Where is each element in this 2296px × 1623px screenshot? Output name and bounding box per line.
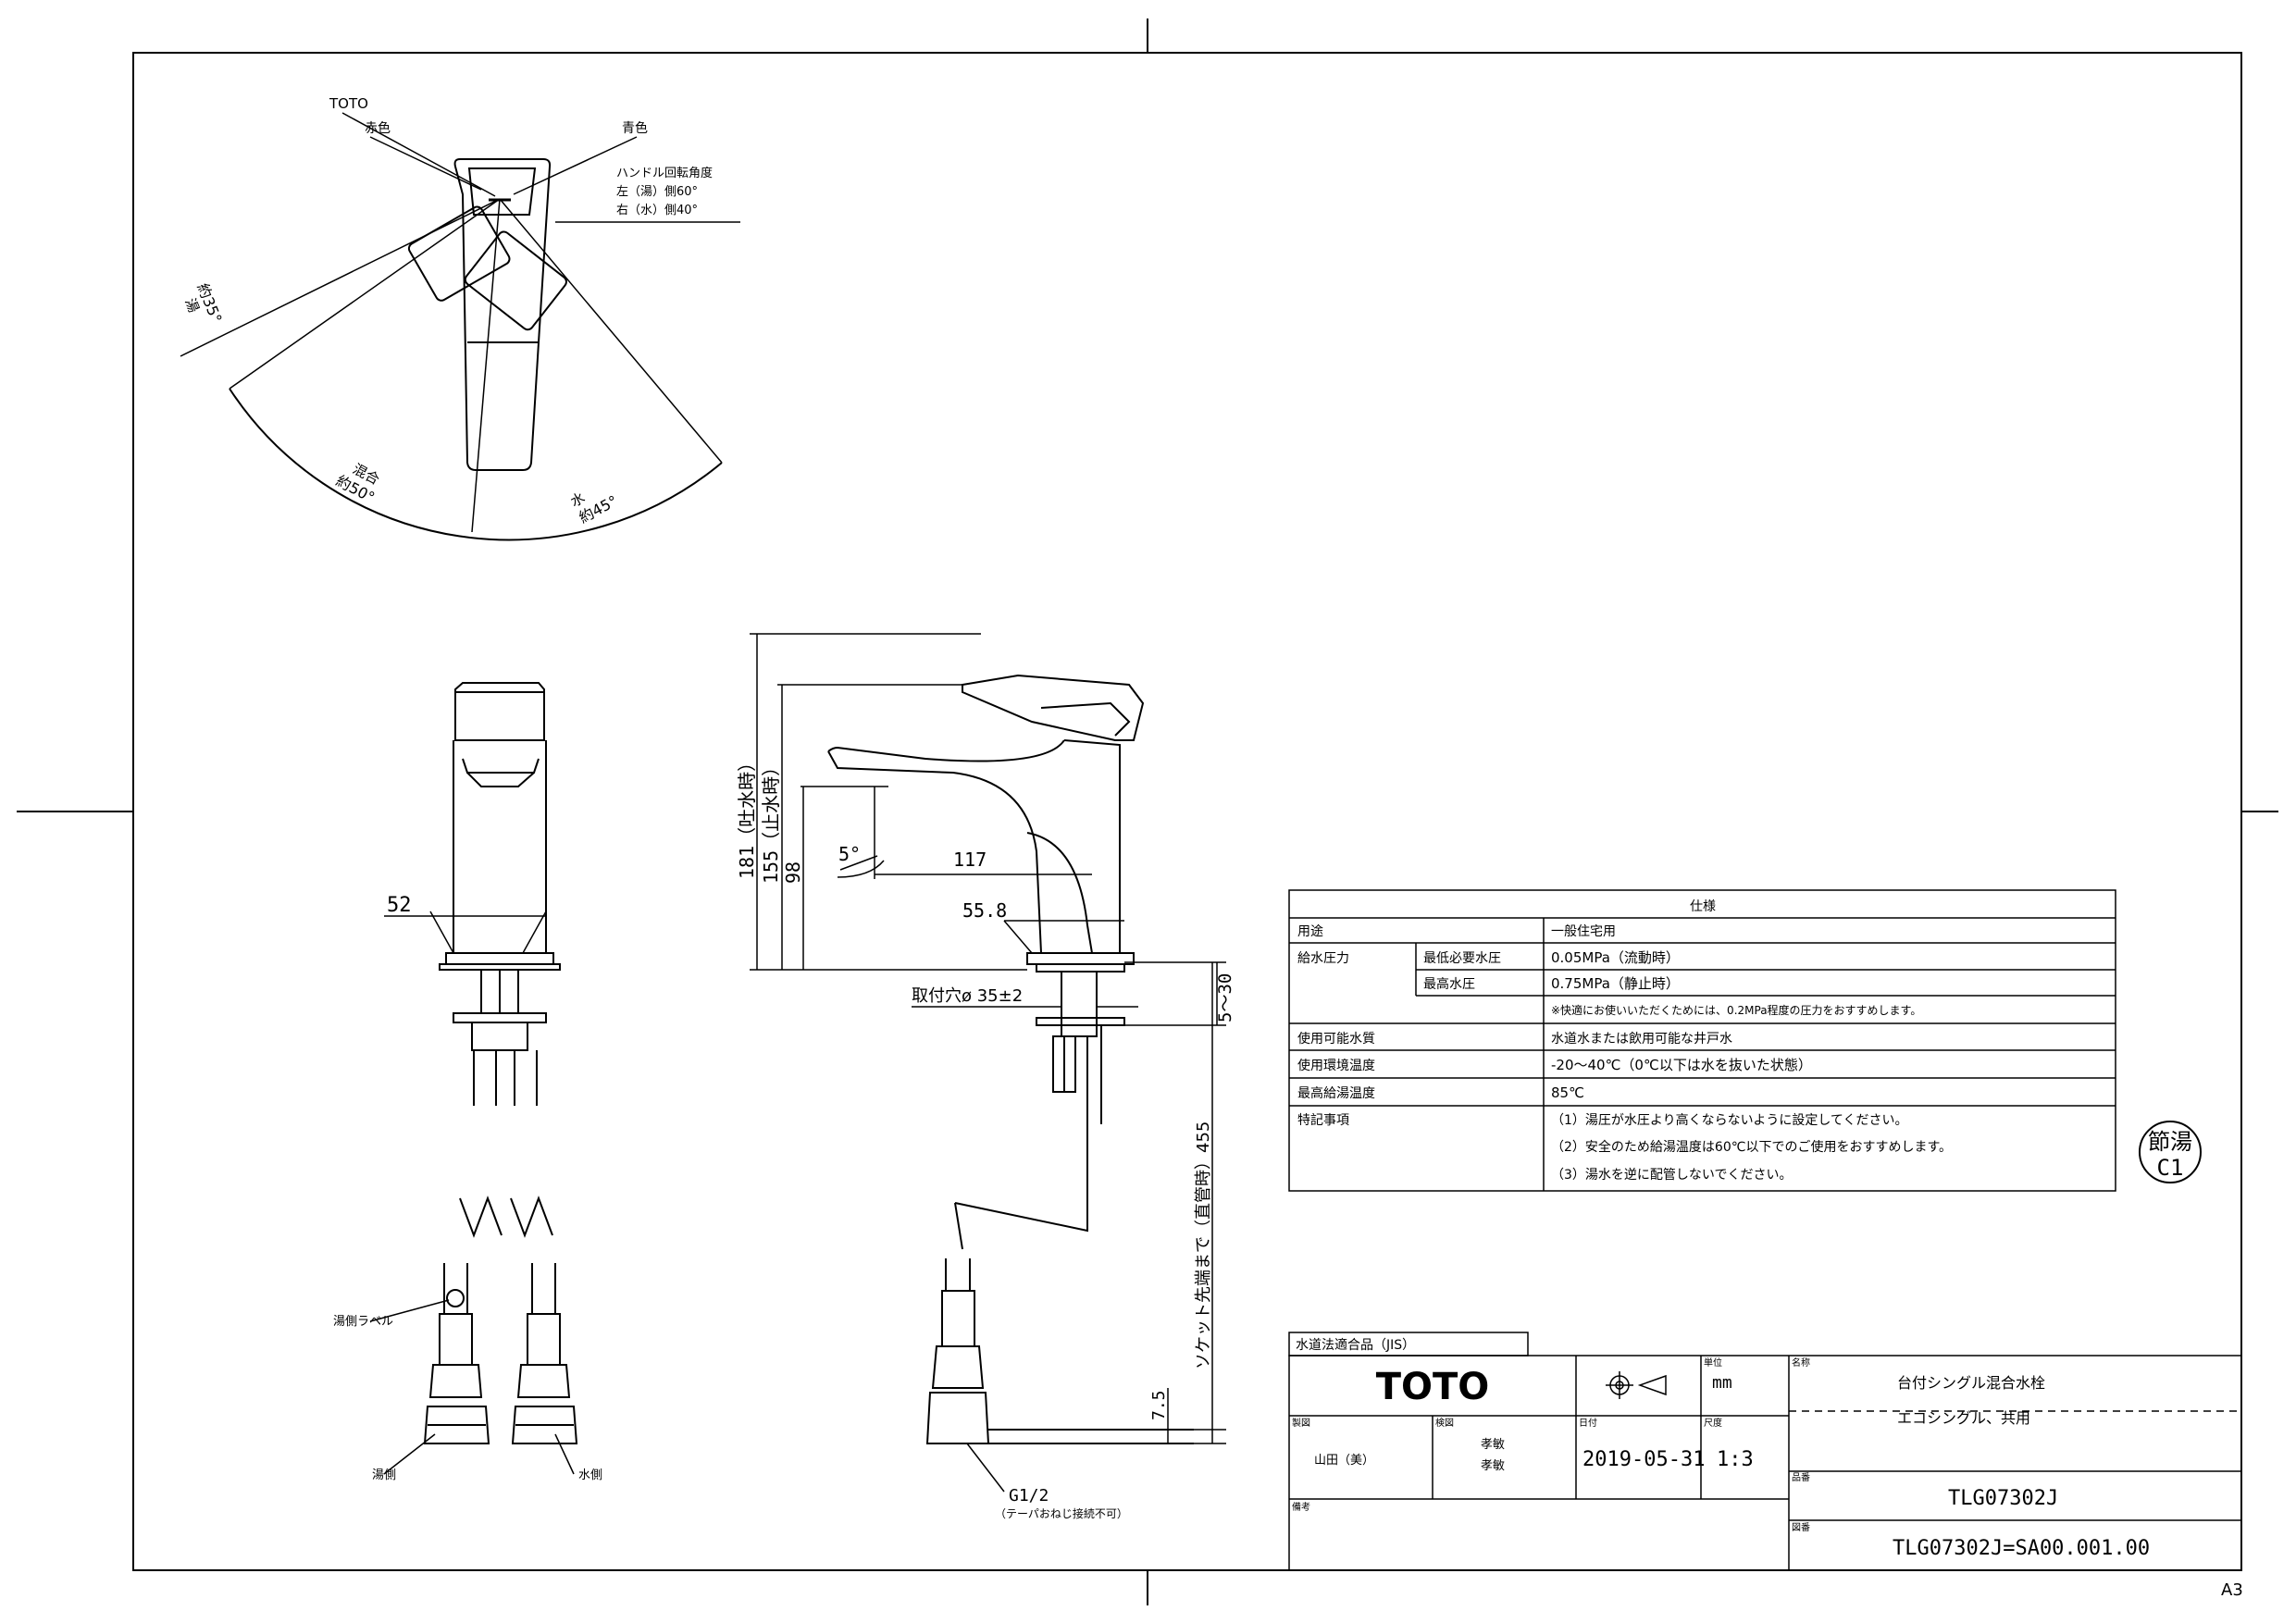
product-number: TLG07302J: [1948, 1487, 2058, 1510]
sheet-size: A3: [2221, 1580, 2243, 1600]
thread-spec: G1/2: [1009, 1486, 1049, 1505]
drawing-date: 2019-05-31: [1582, 1448, 1705, 1471]
hot-side-label: 湯側: [372, 1468, 396, 1482]
checker-name: 孝敏: [1481, 1438, 1505, 1452]
scale-label: 尺度: [1704, 1417, 1722, 1429]
spec-label: 使用環境温度: [1297, 1058, 1375, 1073]
spec-value: 一般住宅用: [1551, 924, 1616, 939]
badge-line1: 節湯: [2148, 1129, 2192, 1155]
spec-sublabel: 最低必要水圧: [1423, 951, 1501, 966]
handle-angle-title: ハンドル回転角度: [616, 166, 713, 180]
designer-label: 製図: [1292, 1417, 1310, 1429]
brand-logo: TOTO: [1376, 1366, 1490, 1408]
angle-hot-label: 湯: [181, 296, 202, 316]
title-block: 水道法適合品（JIS） TOTO 単位 mm 名称 台付シングル混合水栓 エコシ…: [1288, 1332, 2242, 1571]
remark-label: 備考: [1292, 1501, 1310, 1513]
spec-label: 給水圧力: [1297, 951, 1349, 966]
unit-value: mm: [1712, 1373, 1732, 1393]
side-view: 181（吐水時） 155（止水時） 98 5° 117 55.8 取付穴ø 35…: [736, 633, 1235, 1520]
unit-label: 単位: [1704, 1357, 1722, 1369]
sheet-frame: [17, 19, 2278, 1605]
spec-sublabel: 最高水圧: [1423, 976, 1475, 992]
spec-remark: （3）湯水を逆に配管しないでください。: [1551, 1167, 1793, 1183]
spec-value: 0.75MPa（静止時）: [1551, 975, 1680, 992]
checker-name: 孝敏: [1481, 1459, 1505, 1473]
drawing-number-label: 図番: [1792, 1522, 1810, 1533]
spec-note: ※快適にお使いいただくためには、0.2MPa程度の圧力をおすすめします。: [1551, 1003, 1921, 1017]
projection-symbol: [1606, 1371, 1667, 1399]
top-view: TOTO 赤色 青色 ハンドル回転角度 左（湯）側60° 右（水）側40° 湯 …: [180, 95, 740, 541]
dim-reach: 117: [953, 849, 987, 871]
angle-cold-label: 水: [567, 489, 588, 511]
water-saving-badge: 節湯 C1: [2139, 1121, 2202, 1183]
spec-value: 水道水または飲用可能な井戸水: [1551, 1032, 1732, 1047]
dim-base: 55.8: [962, 899, 1007, 922]
thread-note: （テーパおねじ接続不可）: [995, 1506, 1128, 1520]
blue-mark-label: 青色: [622, 120, 648, 136]
compliance-label: 水道法適合品（JIS）: [1296, 1337, 1415, 1353]
dim-width: 52: [387, 894, 412, 917]
dim-bottom: 7.5: [1149, 1390, 1169, 1420]
spec-label: 最高給湯温度: [1297, 1085, 1375, 1101]
date-label: 日付: [1579, 1417, 1597, 1429]
badge-line2: C1: [2157, 1155, 2184, 1181]
handle-angle-left: 左（湯）側60°: [616, 185, 698, 199]
spec-value: 85℃: [1551, 1084, 1584, 1101]
dim-spout-height: 98: [782, 861, 804, 884]
dim-socket-length: ソケット先端まで（直管時）455: [1194, 1121, 1213, 1369]
hot-label-leader: 湯側ラベル: [333, 1315, 393, 1329]
drawing-scale: 1:3: [1717, 1448, 1754, 1471]
cold-side-label: 水側: [578, 1468, 602, 1482]
spec-remark: （2）安全のため給湯温度は60℃以下でのご使用をおすすめします。: [1551, 1139, 1952, 1155]
dim-closed-height: 155（止水時）: [760, 758, 782, 884]
name-label: 名称: [1792, 1357, 1810, 1369]
front-view: 52 湯側ラベル 湯側 水側: [333, 682, 602, 1482]
dim-counter-thickness: 5～30: [1215, 973, 1235, 1022]
spec-remark: （1）湯圧が水圧より高くならないように設定してください。: [1551, 1112, 1908, 1128]
brand-leader-label: TOTO: [329, 95, 368, 112]
handle-angle-right: 右（水）側40°: [616, 204, 698, 217]
designer-name: 山田（美）: [1314, 1454, 1374, 1468]
product-number-label: 品番: [1792, 1472, 1810, 1483]
checker-label: 検図: [1435, 1417, 1454, 1429]
spec-value: 0.05MPa（流動時）: [1551, 949, 1680, 966]
product-subname: エコシングル、共用: [1897, 1409, 2030, 1427]
spec-label: 用途: [1297, 923, 1323, 939]
spec-value: -20～40℃（0℃以下は水を抜いた状態）: [1551, 1057, 1812, 1073]
dim-total-height: 181（吐水時）: [736, 753, 758, 879]
spec-title: 仕様: [1690, 899, 1716, 914]
dim-angle: 5°: [838, 843, 861, 865]
spec-table: 仕様 用途 一般住宅用 給水圧力 最低必要水圧 0.05MPa（流動時） 最高水…: [1288, 889, 2116, 1192]
spec-label: 使用可能水質: [1297, 1031, 1375, 1047]
product-name: 台付シングル混合水栓: [1897, 1374, 2045, 1392]
red-mark-label: 赤色: [365, 120, 391, 136]
spec-label: 特記事項: [1297, 1112, 1349, 1128]
drawing-number: TLG07302J=SA00.001.00: [1893, 1537, 2150, 1560]
dim-mount-hole: 取付穴ø 35±2: [912, 986, 1023, 1006]
